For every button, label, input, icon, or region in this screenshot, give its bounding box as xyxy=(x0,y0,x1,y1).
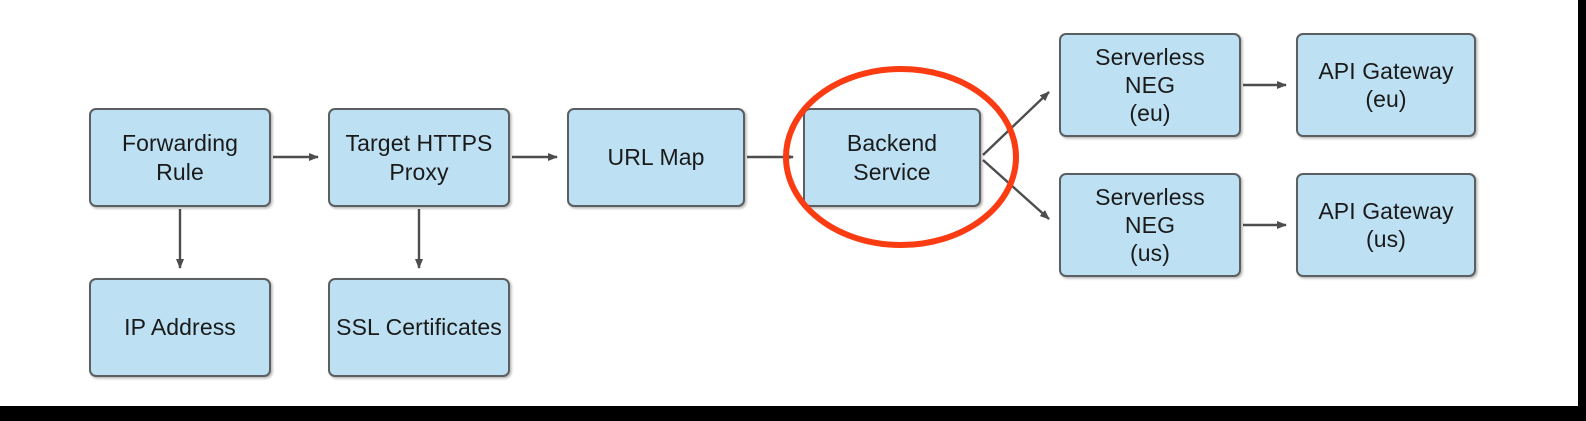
node-backend-service[interactable]: Backend Service xyxy=(803,108,981,207)
edge-backend-to-neg-us xyxy=(982,159,1050,220)
node-label-forwarding-rule: Forwarding Rule xyxy=(121,130,239,185)
node-label-target-https-proxy: Target HTTPS Proxy xyxy=(345,130,493,185)
node-label-ip-address: IP Address xyxy=(124,314,236,341)
node-serverless-neg-eu[interactable]: Serverless NEG (eu) xyxy=(1059,33,1241,137)
node-ip-address[interactable]: IP Address xyxy=(89,278,271,377)
node-ssl-certificates[interactable]: SSL Certificates xyxy=(328,278,510,377)
node-api-gateway-eu[interactable]: API Gateway (eu) xyxy=(1296,33,1476,137)
node-label-serverless-neg-eu: Serverless NEG (eu) xyxy=(1095,43,1205,127)
node-label-api-gateway-us: API Gateway (us) xyxy=(1318,197,1454,252)
node-label-ssl-certificates: SSL Certificates xyxy=(336,314,502,341)
node-target-https-proxy[interactable]: Target HTTPS Proxy xyxy=(328,108,510,207)
node-url-map[interactable]: URL Map xyxy=(567,108,745,207)
frame-bottom-bar xyxy=(0,406,1586,421)
edge-backend-to-neg-eu xyxy=(982,91,1050,156)
node-forwarding-rule[interactable]: Forwarding Rule xyxy=(89,108,271,207)
node-api-gateway-us[interactable]: API Gateway (us) xyxy=(1296,173,1476,277)
node-serverless-neg-us[interactable]: Serverless NEG (us) xyxy=(1059,173,1241,277)
node-label-url-map: URL Map xyxy=(607,144,705,171)
node-label-api-gateway-eu: API Gateway (eu) xyxy=(1318,57,1454,112)
node-label-serverless-neg-us: Serverless NEG (us) xyxy=(1095,183,1205,267)
frame-right-bar xyxy=(1578,0,1586,421)
node-label-backend-service: Backend Service xyxy=(846,130,938,185)
